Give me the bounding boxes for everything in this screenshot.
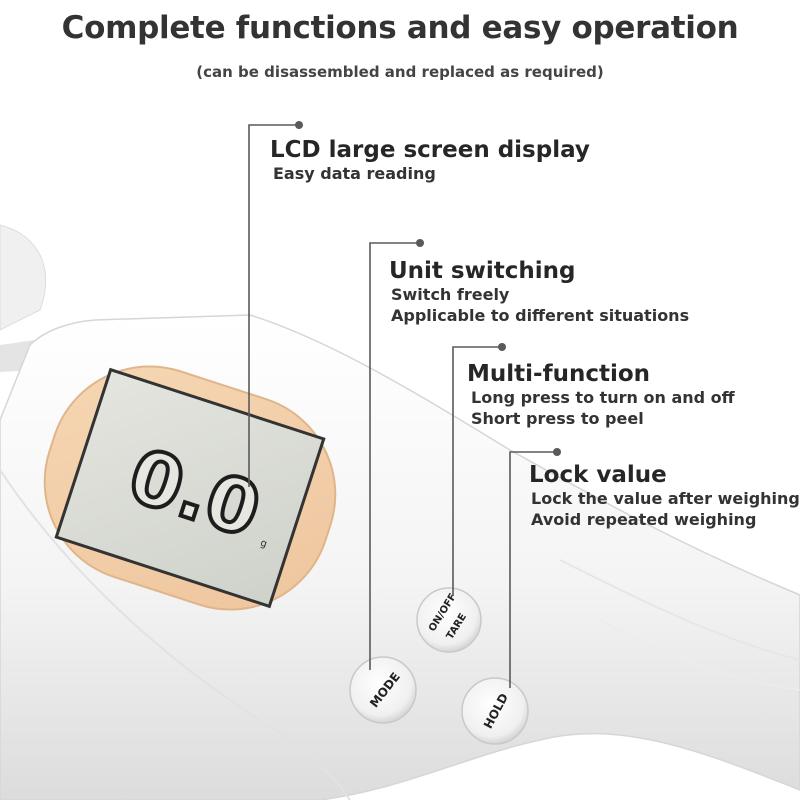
feature-line: Applicable to different situations (391, 306, 690, 325)
leader-line-unit (369, 242, 420, 670)
feature-line: Lock the value after weighing (531, 489, 800, 508)
feature-title: Multi-function (467, 361, 651, 387)
feature-lcd: LCD large screen display Easy data readi… (270, 137, 590, 184)
leader-line-multi (452, 346, 502, 596)
feature-unit-switching: Unit switching Switch freely Applicable … (389, 258, 689, 326)
feature-line: Switch freely (391, 285, 510, 304)
leader-dot-lcd (295, 121, 303, 129)
feature-line: Easy data reading (273, 164, 436, 183)
feature-line: Avoid repeated weighing (531, 510, 757, 529)
page-title: Complete functions and easy operation (61, 10, 739, 46)
leader-line-lock (509, 451, 557, 688)
onoff-tare-button[interactable]: ON/OFF TARE (416, 587, 482, 653)
feature-lock-value: Lock value Lock the value after weighing… (529, 462, 800, 530)
feature-title: Unit switching (389, 258, 576, 284)
lcd-display: 0.0 g (43, 365, 337, 611)
feature-multi-function: Multi-function Long press to turn on and… (467, 361, 735, 429)
feature-line: Short press to peel (471, 409, 644, 428)
mode-button[interactable]: MODE (349, 656, 417, 724)
leader-line-lcd (248, 124, 299, 487)
leader-lines (248, 121, 561, 688)
leader-dot-lock (553, 448, 561, 456)
feature-line: Long press to turn on and off (471, 388, 735, 407)
lcd-unit: g (259, 538, 268, 550)
feature-title: Lock value (529, 462, 667, 488)
page-subtitle: (can be disassembled and replaced as req… (196, 63, 604, 81)
feature-title: LCD large screen display (270, 137, 590, 163)
hold-button[interactable]: HOLD (461, 677, 529, 745)
leader-dot-multi (498, 343, 506, 351)
leader-dot-unit (416, 239, 424, 247)
